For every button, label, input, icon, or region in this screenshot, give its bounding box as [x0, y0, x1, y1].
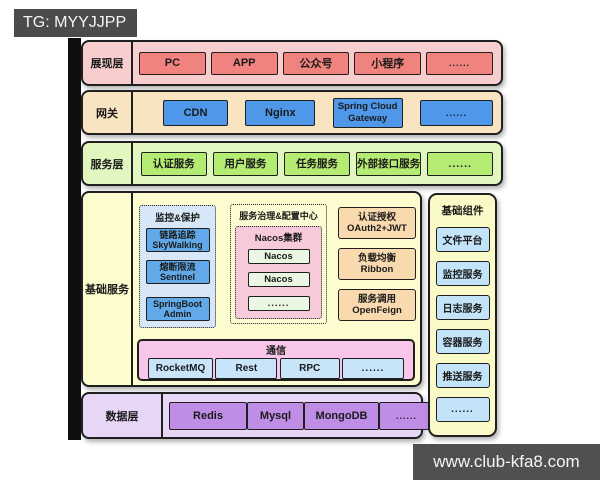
node-pc: PC [139, 51, 206, 75]
layer-gateway: 网关 CDN Nginx Spring Cloud Gateway ...... [81, 90, 503, 135]
group-communication: 通信 RocketMQ Rest RPC ...... [137, 339, 415, 381]
layer-service-label: 服务层 [83, 143, 133, 184]
node-nginx: Nginx [245, 99, 316, 126]
group-nacos-cluster: Nacos集群 Nacos Nacos ...... [235, 226, 322, 319]
node-nacos-more: ...... [247, 296, 310, 311]
node-container-service: 容器服务 [435, 329, 490, 354]
layer-presentation-label: 展现层 [83, 42, 133, 84]
layer-data: 数据层 Redis Mysql MongoDB ...... [81, 392, 434, 439]
node-monitor-service: 监控服务 [435, 261, 490, 286]
node-app: APP [210, 51, 278, 75]
node-mongodb: MongoDB [304, 401, 379, 430]
node-mysql: Mysql [247, 401, 304, 430]
node-push-service: 推送服务 [435, 363, 490, 388]
layer-service: 服务层 认证服务 用户服务 任务服务 外部接口服务 ...... [81, 141, 503, 186]
node-components-more: ...... [435, 397, 490, 422]
group-base-components: 基础组件 文件平台 监控服务 日志服务 容器服务 推送服务 ...... [428, 193, 497, 437]
node-ribbon: 负载均衡 Ribbon [338, 248, 416, 280]
node-log-service: 日志服务 [435, 295, 490, 320]
node-oauth2-jwt: 认证授权 OAuth2+JWT [338, 207, 416, 239]
group-nacos-cluster-title: Nacos集群 [254, 233, 303, 244]
node-presentation-more: ...... [426, 51, 493, 75]
layer-data-label: 数据层 [83, 394, 163, 437]
node-rpc: RPC [279, 358, 340, 379]
node-nacos-1: Nacos [247, 249, 310, 264]
node-data-more: ...... [379, 401, 434, 430]
group-monitor-protect: 监控&保护 链路追踪 SkyWalking 熔断限流 Sentinel Spri… [139, 205, 216, 328]
node-redis: Redis [169, 401, 247, 430]
node-skywalking: 链路追踪 SkyWalking [145, 228, 210, 252]
node-rocketmq: RocketMQ [148, 358, 213, 379]
node-spring-cloud-gateway: Spring Cloud Gateway [332, 97, 403, 128]
group-governance-config-title: 服务治理&配置中心 [239, 211, 318, 221]
node-user-service: 用户服务 [212, 151, 279, 176]
node-task-service: 任务服务 [284, 151, 350, 176]
layer-gateway-content: CDN Nginx Spring Cloud Gateway ...... [133, 92, 501, 133]
node-cdn: CDN [163, 99, 228, 126]
watermark-bottom-badge: www.club-kfa8.com [413, 444, 600, 480]
node-springboot-admin: SpringBoot Admin [145, 297, 210, 321]
layer-data-content: Redis Mysql MongoDB ...... [163, 394, 440, 437]
node-mini-program: 小程序 [354, 51, 422, 75]
layer-presentation: 展现层 PC APP 公众号 小程序 ...... [81, 40, 503, 86]
node-official-account: 公众号 [282, 51, 350, 75]
group-communication-title: 通信 [266, 346, 286, 357]
layer-service-content: 认证服务 用户服务 任务服务 外部接口服务 ...... [133, 143, 501, 184]
watermark-top-badge: TG: MYYJJPP [14, 9, 137, 37]
layer-foundation: 基础服务 监控&保护 链路追踪 SkyWalking 熔断限流 Sentinel… [81, 191, 422, 387]
group-communication-boxes: RocketMQ Rest RPC ...... [139, 357, 413, 379]
node-comm-more: ...... [341, 358, 404, 379]
layer-foundation-label: 基础服务 [83, 193, 133, 385]
node-sentinel: 熔断限流 Sentinel [145, 260, 210, 284]
node-auth-service: 认证服务 [141, 151, 207, 176]
group-monitor-protect-title: 监控&保护 [155, 213, 200, 224]
node-openfeign: 服务调用 OpenFeign [338, 289, 416, 321]
group-governance-config: 服务治理&配置中心 Nacos集群 Nacos Nacos ...... [230, 204, 327, 324]
node-service-more: ...... [427, 151, 493, 176]
layer-gateway-label: 网关 [83, 92, 133, 133]
node-rest: Rest [215, 358, 278, 379]
node-file-platform: 文件平台 [435, 227, 490, 252]
group-base-components-title: 基础组件 [441, 205, 484, 217]
node-nacos-2: Nacos [247, 272, 310, 287]
layer-presentation-content: PC APP 公众号 小程序 ...... [133, 42, 501, 84]
node-gateway-more: ...... [419, 99, 493, 126]
layer-spine-bar [68, 38, 81, 440]
node-external-api-service: 外部接口服务 [355, 151, 422, 176]
